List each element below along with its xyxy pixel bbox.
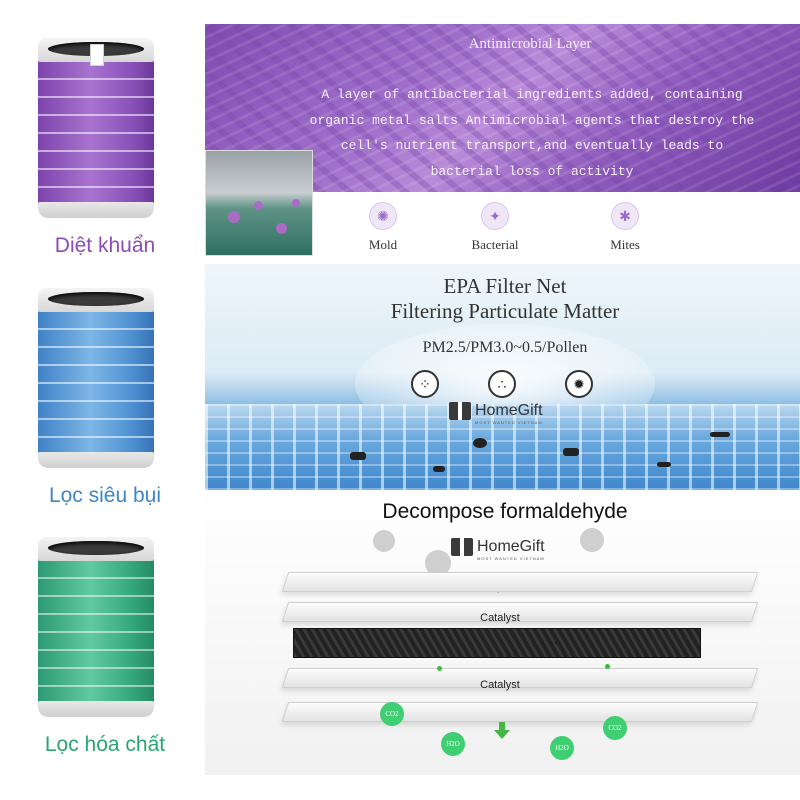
green-dot <box>437 666 442 671</box>
bacteria-ball <box>276 223 287 234</box>
filter-bottom-rim <box>38 701 154 717</box>
filter-layer <box>281 572 759 592</box>
mites-item: ✱ Mites <box>585 202 665 253</box>
bacteria-ball <box>292 199 300 207</box>
gas-bubble <box>425 550 451 576</box>
watermark-brand: HomeGift <box>475 402 543 419</box>
bacterial-label: Bacterial <box>471 237 519 252</box>
description-line: organic metal salts Antimicrobial agents… <box>309 112 755 128</box>
filter-cartridge-purple <box>38 38 154 218</box>
gas-bubble <box>373 530 395 552</box>
mite-icon: ✱ <box>611 202 639 230</box>
dust-particle <box>350 452 366 460</box>
dust-particle <box>710 432 730 437</box>
mold-icon: ✺ <box>369 202 397 230</box>
dust-particle <box>433 466 445 472</box>
filter-bottom-rim <box>38 452 154 468</box>
filter-top-rim <box>38 288 154 312</box>
filter-mesh <box>38 559 154 703</box>
watermark-tagline: MOST WANTED VIETNAM <box>477 556 545 561</box>
mold-item: ✺ Mold <box>343 202 423 253</box>
molecule-co2: CO2 <box>603 716 627 740</box>
homegift-watermark: HomeGift MOST WANTED VIETNAM <box>449 402 543 425</box>
down-arrow-icon <box>494 722 510 739</box>
epa-title: EPA Filter Net <box>443 274 567 298</box>
activated-carbon-layer <box>293 628 701 658</box>
filter-name-dust: Lọc siêu bụi <box>48 484 162 507</box>
filter-mesh <box>38 60 154 204</box>
homegift-watermark: HomeGift MOST WANTED VIETNAM <box>451 538 545 561</box>
filter-name-antibacterial: Diệt khuẩn <box>54 234 156 257</box>
green-dot <box>605 664 610 669</box>
dust-particle <box>563 448 579 456</box>
molecule-h2o: H2O <box>550 736 574 760</box>
bacteria-ball <box>228 211 240 223</box>
filter-pull-tab <box>90 44 104 66</box>
filter-layer <box>281 702 759 722</box>
description-line: bacterial loss of activity <box>430 163 634 179</box>
mites-label: Mites <box>610 237 640 252</box>
gift-icon <box>449 402 471 420</box>
antimicrobial-description: A layer of antibacterial ingredients add… <box>297 82 767 184</box>
watermark-brand: HomeGift <box>477 538 545 555</box>
fiber-closeup-image <box>205 150 313 256</box>
filter-opening <box>48 541 144 555</box>
dust-dots-icon: ∴ <box>488 370 516 398</box>
description-line: A layer of antibacterial ingredients add… <box>321 87 743 102</box>
filter-cartridge-blue <box>38 288 154 468</box>
description-line: cell's nutrient transport,and eventually… <box>340 138 724 153</box>
molecule-co2: CO2 <box>380 702 404 726</box>
gift-icon <box>451 538 473 556</box>
particle-cluster-icon: ⁘ <box>411 370 439 398</box>
mold-label: Mold <box>368 237 398 252</box>
catalyst-label: Catalyst <box>480 679 520 691</box>
green-dot <box>555 640 560 645</box>
catalyst-label: Catalyst <box>480 612 520 624</box>
watermark-tagline: MOST WANTED VIETNAM <box>475 420 543 425</box>
molecule-h2o: H2O <box>441 732 465 756</box>
gas-bubble <box>580 528 604 552</box>
epa-title-line2: Filtering Particulate Matter <box>390 299 620 323</box>
filter-opening <box>48 292 144 306</box>
formaldehyde-title: Decompose formaldehyde <box>382 500 628 523</box>
filter-bottom-rim <box>38 202 154 218</box>
formaldehyde-panel: Decompose formaldehyde HomeGift MOST WAN… <box>205 490 800 775</box>
bacteria-ball <box>254 201 263 210</box>
dust-particle <box>473 438 487 448</box>
filter-mesh-floor <box>205 404 800 490</box>
antimicrobial-panel: Antimicrobial Layer A layer of antibacte… <box>205 24 800 256</box>
epa-subtitle: PM2.5/PM3.0~0.5/Pollen <box>422 339 588 356</box>
antimicrobial-icon-row: ✺ Mold ✦ Bacterial ✱ Mites <box>313 192 800 256</box>
filter-mesh <box>38 310 154 454</box>
antimicrobial-title: Antimicrobial Layer <box>468 36 592 52</box>
bacterial-item: ✦ Bacterial <box>455 202 535 253</box>
filter-top-rim <box>38 537 154 561</box>
filter-name-chemical: Lọc hóa chất <box>44 733 166 756</box>
dust-particle <box>657 462 671 467</box>
filter-cartridge-green <box>38 537 154 717</box>
epa-panel: EPA Filter Net Filtering Particulate Mat… <box>205 264 800 490</box>
pollen-icon: ✹ <box>565 370 593 398</box>
bacteria-icon: ✦ <box>481 202 509 230</box>
